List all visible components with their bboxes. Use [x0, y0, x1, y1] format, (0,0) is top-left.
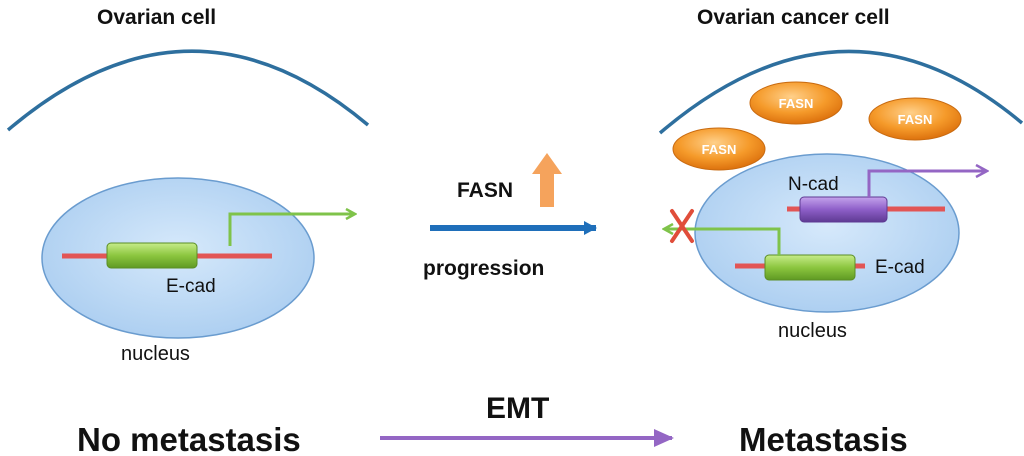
blocked-x-icon — [670, 209, 694, 243]
right-nucleus — [694, 153, 960, 313]
left-gene-label: E-cad — [166, 276, 216, 297]
middle-fasn-label: FASN — [457, 179, 513, 202]
left-ecad-gene — [106, 242, 198, 269]
right-ecad-gene — [764, 254, 856, 281]
right-gene-top-label: N-cad — [788, 174, 839, 195]
left-cell-title: Ovarian cell — [97, 6, 216, 29]
bottom-left-label: No metastasis — [77, 421, 301, 456]
fasn-protein-1-label: FASN — [779, 96, 814, 111]
right-ncad-transcription-arrow — [867, 171, 987, 198]
right-cell-title: Ovarian cancer cell — [697, 6, 890, 29]
progression-label: progression — [423, 257, 544, 280]
right-ncad-gene — [799, 196, 888, 223]
left-ecad-transcription-arrow — [228, 214, 355, 246]
fasn-up-arrow-icon — [532, 153, 562, 207]
right-gene-bottom-label: E-cad — [875, 257, 925, 278]
fasn-protein-3-label: FASN — [702, 142, 737, 157]
bottom-right-label: Metastasis — [739, 421, 908, 456]
fasn-protein-2-label: FASN — [898, 112, 933, 127]
left-cell-membrane — [6, 49, 370, 132]
left-nucleus-label: nucleus — [121, 343, 190, 365]
fasn-protein-3: FASN — [672, 127, 766, 171]
fasn-protein-2: FASN — [868, 97, 962, 141]
fasn-protein-1: FASN — [749, 81, 843, 125]
right-cell-membrane — [658, 49, 1024, 135]
right-nucleus-label: nucleus — [778, 320, 847, 342]
bottom-center-label: EMT — [486, 392, 549, 425]
right-ecad-transcription-arrow — [664, 229, 781, 256]
